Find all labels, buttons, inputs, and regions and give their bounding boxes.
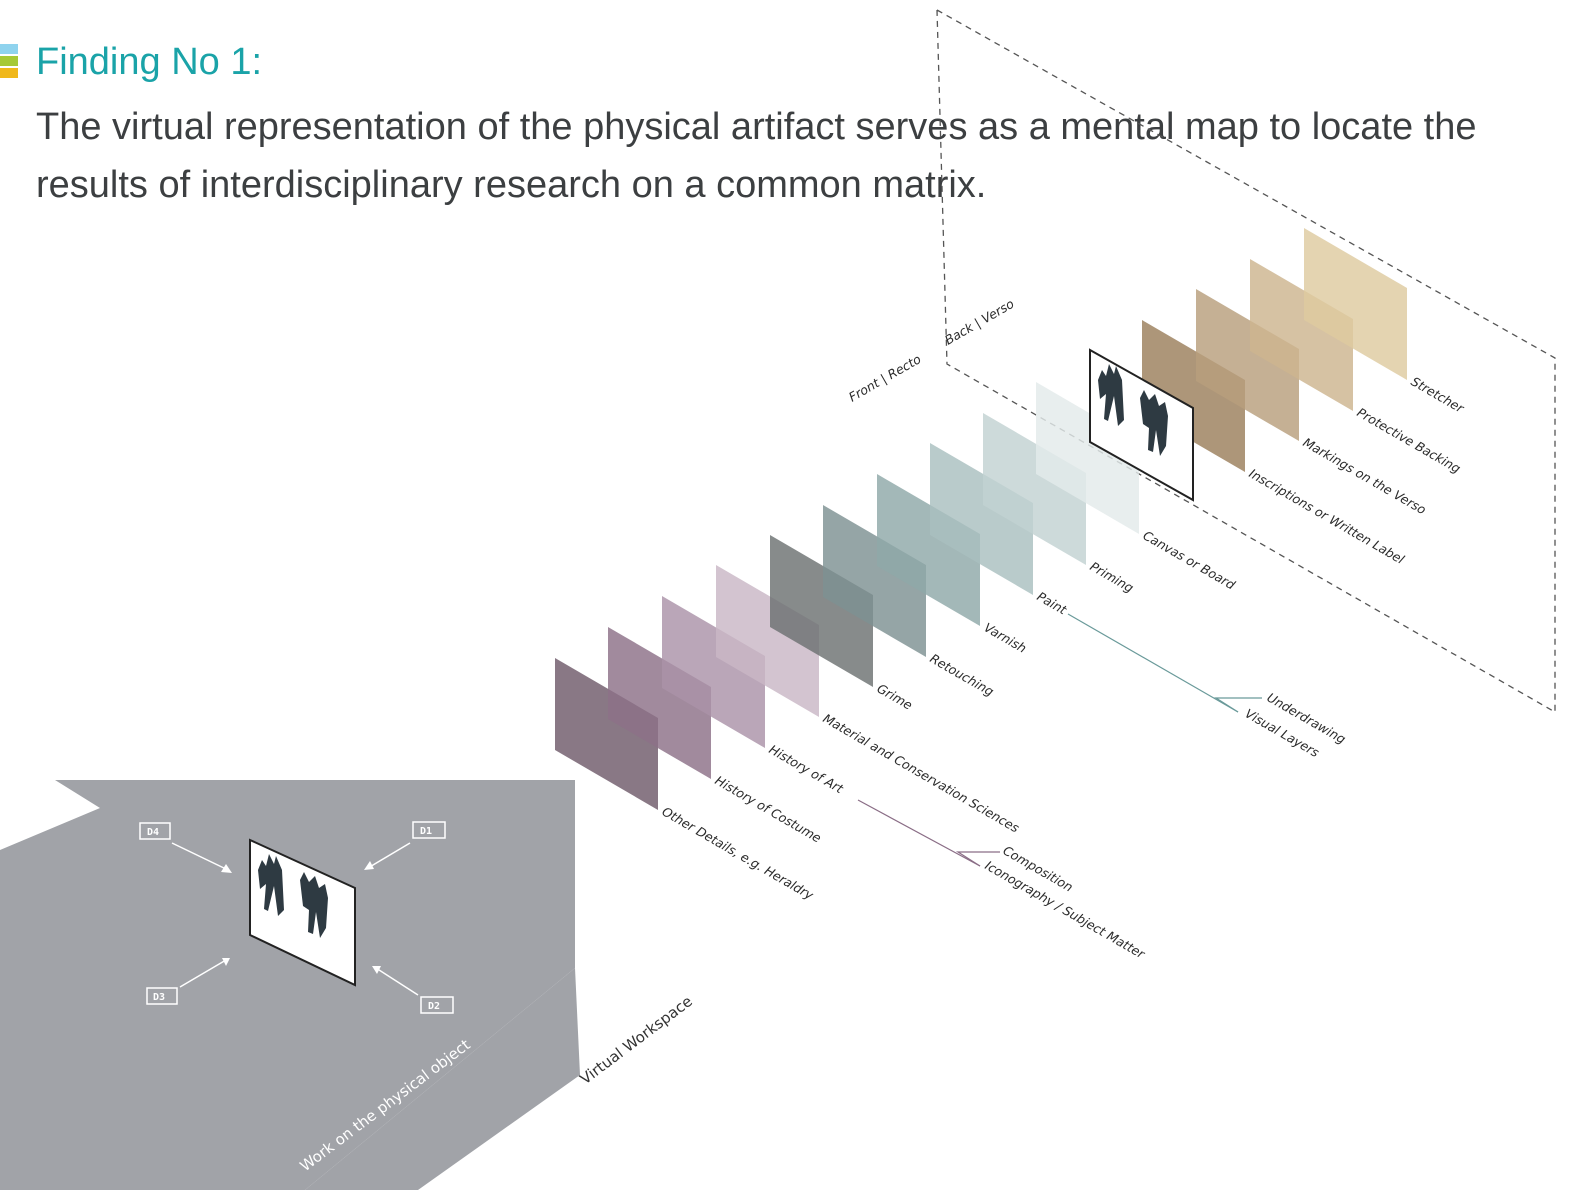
layer-panel-canvas-or-board <box>1036 382 1139 534</box>
layer-panel-stretcher <box>1304 228 1407 380</box>
layer-label-history-of-art: History of Art <box>767 742 847 797</box>
layer-panel-priming <box>983 413 1086 565</box>
layer-label-paint: Paint <box>1035 589 1071 618</box>
verso-plane-outline <box>936 9 1556 714</box>
layer-label-protective-backing: Protective Backing <box>1355 405 1464 476</box>
layer-panel-varnish <box>877 474 980 626</box>
viewpoint-d4: D4 <box>139 822 232 873</box>
layer-label-canvas-or-board: Canvas or Board <box>1141 528 1238 593</box>
layer-panel-inscriptions <box>1142 320 1245 472</box>
finding-text: The virtual representation of the physic… <box>36 106 1477 206</box>
back-verso-label: Back | Verso <box>942 296 1017 348</box>
viewpoint-d2: D2 <box>372 966 454 1014</box>
layer-panel-protective-backing <box>1250 259 1353 411</box>
layer-panel-other-details <box>555 658 658 810</box>
svg-text:D2: D2 <box>428 1001 440 1012</box>
title-marker-mid <box>0 56 18 66</box>
layer-label-material-conservation: Material and Conservation Sciences <box>821 711 1023 836</box>
layer-panel-paint <box>930 443 1033 595</box>
layer-panel-history-of-costume <box>608 627 711 779</box>
purple-group-bracket <box>857 799 1000 867</box>
physical-workspace-floor <box>0 780 575 1190</box>
layer-panel-history-of-art <box>662 596 765 748</box>
svg-text:D4: D4 <box>147 827 159 838</box>
painting-physical <box>249 838 356 987</box>
painting-virtual <box>1089 348 1194 502</box>
layer-label-varnish: Varnish <box>982 620 1030 656</box>
layer-panel-grime <box>770 535 873 687</box>
layer-label-retouching: Retouching <box>928 651 997 700</box>
teal-group-bracket <box>1067 613 1262 713</box>
front-recto-label: Front | Recto <box>846 351 924 405</box>
svg-text:D1: D1 <box>420 826 432 837</box>
layer-panel-markings-verso <box>1196 289 1299 441</box>
layer-label-grime: Grime <box>875 681 916 713</box>
layer-label-priming: Priming <box>1088 559 1137 596</box>
viewpoint-d1: D1 <box>364 821 446 870</box>
virtual-workspace-floor <box>305 968 580 1190</box>
title-marker-bottom <box>0 68 18 78</box>
virtual-workspace-label: Virtual Workspace <box>577 992 696 1088</box>
layer-label-stretcher: Stretcher <box>1409 374 1468 417</box>
title-marker-top <box>0 44 18 54</box>
finding-title: Finding No 1: <box>36 41 263 83</box>
layer-panel-material-conservation <box>716 565 819 717</box>
svg-text:D3: D3 <box>153 992 165 1003</box>
viewpoint-d3: D3 <box>146 958 230 1005</box>
layer-label-history-of-costume: History of Costume <box>713 773 825 846</box>
layer-panel-retouching <box>823 505 926 657</box>
iconography-label: Iconography / Subject Matter <box>983 858 1149 962</box>
